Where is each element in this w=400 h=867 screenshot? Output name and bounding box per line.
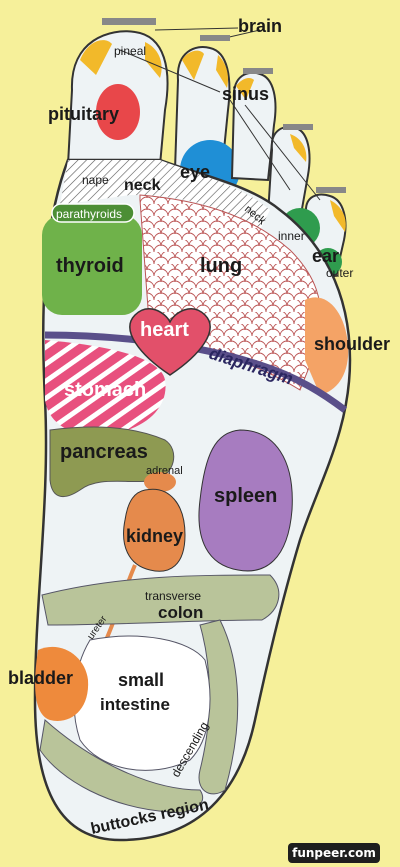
spleen-area (198, 429, 293, 572)
watermark-badge: funpeer.com (288, 843, 380, 863)
label-small: small (118, 670, 164, 690)
label-kidney: kidney (126, 526, 183, 546)
label-spleen: spleen (214, 485, 277, 507)
label-stomach: stomach (64, 379, 146, 401)
stomach-area (45, 340, 166, 435)
transverse-colon (41, 574, 280, 626)
label-pineal: pineal (114, 44, 146, 58)
pointer-lines (119, 27, 321, 201)
pituitary-area (96, 84, 140, 140)
label-adrenal: adrenal (146, 465, 183, 477)
label-neck: neck (124, 177, 161, 194)
label-parathyroids: parathyroids (56, 207, 122, 221)
label-bladder: bladder (8, 668, 73, 688)
label-ear: ear (312, 246, 339, 266)
kidney-area (123, 488, 186, 572)
label-intestine: intestine (100, 695, 170, 714)
heart-area (129, 308, 211, 376)
shoulder-area (305, 297, 349, 395)
label-brain: brain (238, 16, 282, 36)
thyroid-area (42, 215, 142, 315)
parathyroids-area (51, 203, 135, 223)
label-shoulder: shoulder (314, 334, 390, 354)
toe-big (66, 30, 169, 166)
brain-bar-3 (243, 68, 273, 74)
label-transverse: transverse (145, 589, 201, 603)
descending-colon (198, 619, 239, 795)
label-eye: eye (180, 162, 210, 182)
lower-colon (39, 719, 203, 814)
label-pituitary: pituitary (48, 104, 119, 124)
label-inner: inner (278, 229, 305, 243)
label-nape: nape (82, 173, 109, 187)
brain-bar-1 (102, 18, 156, 25)
brain-bar-4 (283, 124, 313, 130)
brain-bar-5 (316, 187, 346, 193)
nape-area (60, 160, 270, 230)
label-sinus: sinus (222, 84, 269, 104)
label-outer: outer (326, 266, 353, 280)
diaphragm-line (44, 331, 348, 413)
label-lung: lung (200, 255, 242, 277)
label-thyroid: thyroid (56, 255, 124, 277)
adrenal-area (144, 472, 176, 492)
label-pancreas: pancreas (60, 441, 148, 463)
brain-bar-2 (200, 35, 230, 41)
toe-3 (230, 71, 277, 182)
label-colon: colon (158, 603, 203, 622)
label-heart: heart (140, 319, 189, 341)
bladder-area (35, 646, 89, 721)
